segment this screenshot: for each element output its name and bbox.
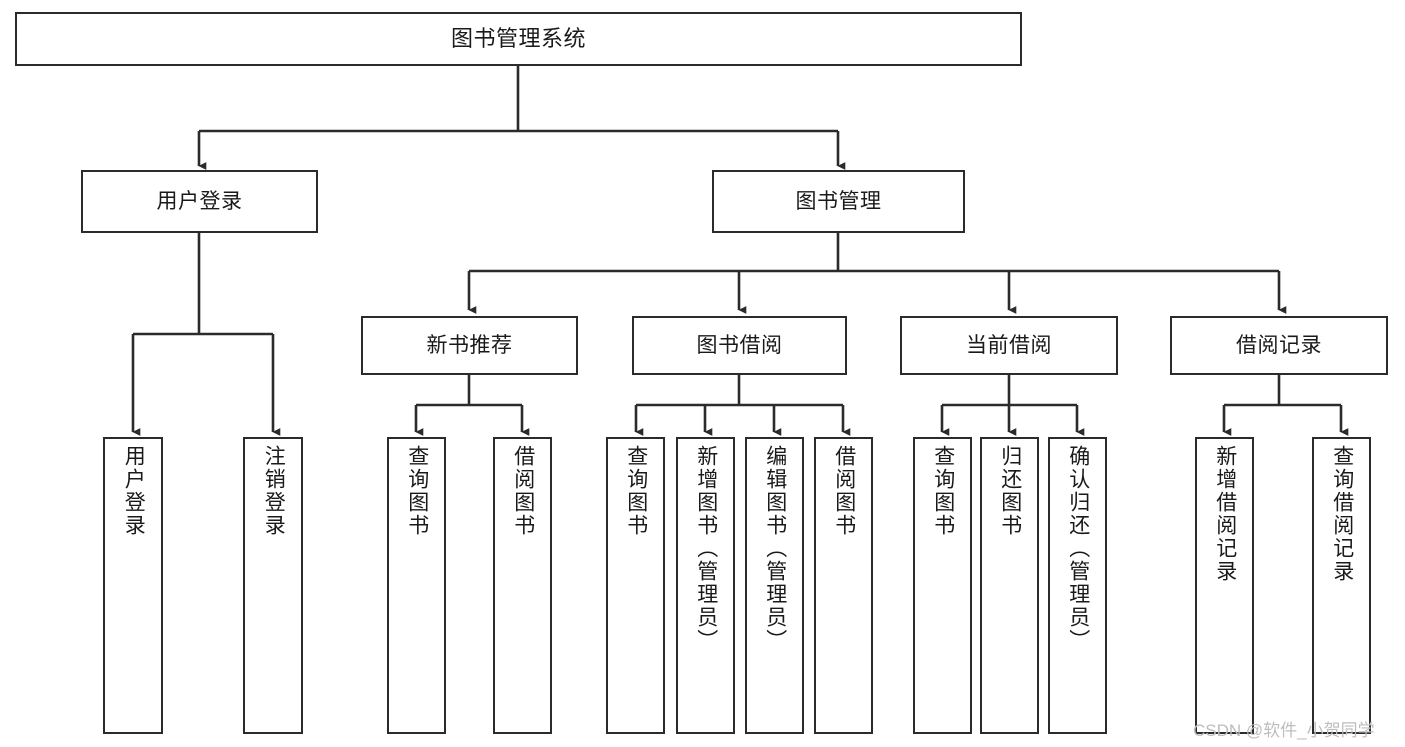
node-label: 查询图书 — [931, 445, 955, 537]
node-root-book-management-system[interactable]: 图书管理系统 — [15, 12, 1022, 66]
node-current-borrowing[interactable]: 当前借阅 — [900, 316, 1118, 375]
leaf-current-borrow-confirm-return-admin[interactable]: 确认归还（管理员） — [1048, 437, 1107, 734]
leaf-borrow-record-query-record[interactable]: 查询借阅记录 — [1312, 437, 1371, 734]
leaf-borrow-record-add-record[interactable]: 新增借阅记录 — [1195, 437, 1254, 734]
node-new-book-recommendation[interactable]: 新书推荐 — [361, 316, 578, 375]
csdn-watermark: CSDN @软件_小贺同学 — [1193, 721, 1375, 740]
node-label: 新书推荐 — [426, 333, 513, 357]
node-label: 借阅记录 — [1236, 333, 1322, 357]
node-borrowing-records[interactable]: 借阅记录 — [1170, 316, 1388, 375]
node-label: 用户登录 — [156, 189, 243, 213]
node-label: 注销登录 — [262, 445, 286, 537]
node-label: 新增借阅记录 — [1213, 445, 1237, 583]
node-label: 图书管理系统 — [450, 25, 586, 51]
node-label: 编辑图书（管理员） — [763, 445, 787, 652]
node-label: 图书管理 — [795, 189, 882, 213]
node-label: 确认归还（管理员） — [1066, 445, 1090, 652]
node-book-management[interactable]: 图书管理 — [712, 170, 965, 233]
leaf-book-borrow-edit-book-admin[interactable]: 编辑图书（管理员） — [745, 437, 804, 734]
node-label: 归还图书 — [998, 445, 1022, 537]
leaf-book-borrow-borrow-book[interactable]: 借阅图书 — [814, 437, 873, 734]
leaf-current-borrow-return-book[interactable]: 归还图书 — [980, 437, 1039, 734]
node-label: 借阅图书 — [511, 445, 535, 537]
node-label: 查询借阅记录 — [1330, 445, 1354, 583]
node-label: 查询图书 — [405, 445, 429, 537]
node-label: 借阅图书 — [832, 445, 856, 537]
node-label: 当前借阅 — [966, 333, 1052, 357]
node-book-borrowing[interactable]: 图书借阅 — [632, 316, 847, 375]
leaf-user-login-signout[interactable]: 注销登录 — [243, 437, 303, 734]
leaf-book-borrow-query-book[interactable]: 查询图书 — [606, 437, 665, 734]
node-label: 查询图书 — [624, 445, 648, 537]
leaf-user-login-signin[interactable]: 用户登录 — [103, 437, 163, 734]
leaf-current-borrow-query-book[interactable]: 查询图书 — [913, 437, 972, 734]
node-label: 用户登录 — [122, 445, 146, 537]
leaf-book-borrow-add-book-admin[interactable]: 新增图书（管理员） — [676, 437, 735, 734]
node-label: 图书借阅 — [696, 333, 783, 357]
node-user-login[interactable]: 用户登录 — [81, 170, 318, 233]
node-label: 新增图书（管理员） — [694, 445, 718, 652]
leaf-new-book-query-book[interactable]: 查询图书 — [387, 437, 446, 734]
leaf-new-book-borrow-book[interactable]: 借阅图书 — [493, 437, 552, 734]
